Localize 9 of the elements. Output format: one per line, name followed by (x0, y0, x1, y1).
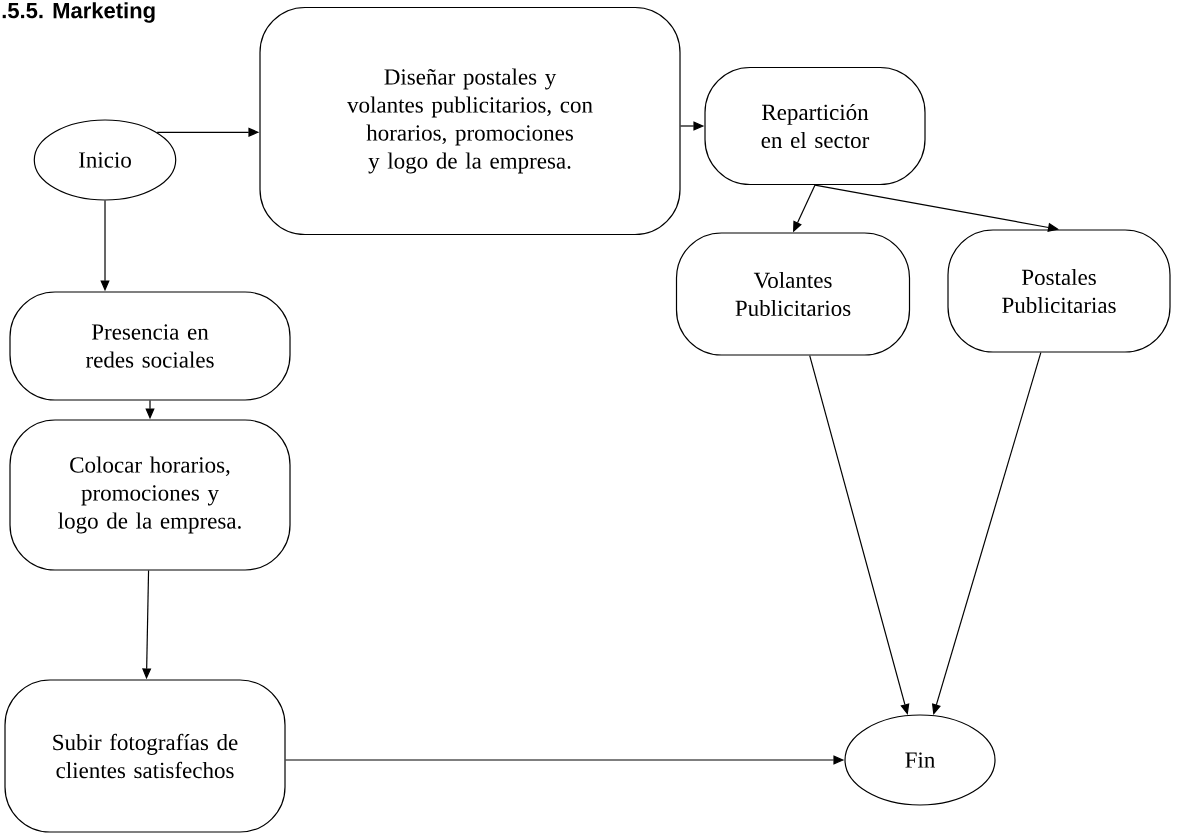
process-box: Diseñar postales y volantes publicitarios, con horarios, promociones y logo de la empresa. (259, 6, 681, 236)
process-box: Postales Publicitarias (947, 229, 1171, 353)
process-box: Subir fotografías de clientes satisfechos (4, 679, 286, 833)
process-box: Volantes Publicitarios (675, 232, 911, 356)
arrow (809, 355, 910, 715)
process-box: Presencia en redes sociales (9, 291, 291, 401)
process-box: Repartición en el sector (704, 66, 926, 186)
title: .5.5. Marketing (2, 2, 155, 23)
process-box: Colocar horarios, promociones y logo de la empresa. (9, 419, 291, 571)
